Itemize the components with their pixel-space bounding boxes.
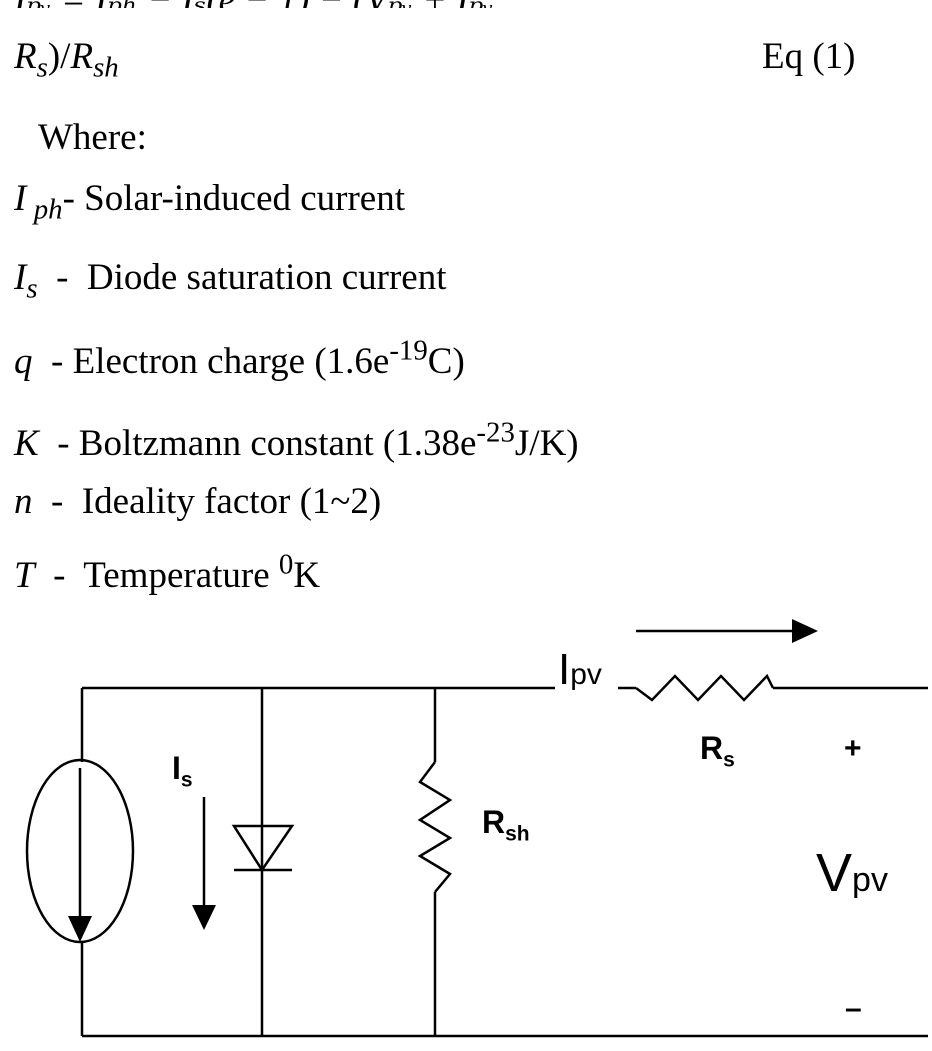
current-source-arrow-head <box>68 916 92 942</box>
diode-triangle <box>231 824 295 873</box>
rsh-label: Rsh <box>482 804 530 846</box>
vpv-label: Vpv <box>816 843 888 903</box>
definition-k: K - Boltzmann constant (1.38e-23J/K) <box>14 416 579 464</box>
definition-t: T - Temperature 0K <box>14 548 321 596</box>
rsh-resistor <box>417 761 453 893</box>
rs-label: Rs <box>700 730 735 772</box>
equation-top-fragment: Iₚᵥ = Iₚₕ − Iₛ(e − 1) − (Vₚᵥ + Iₚᵥ <box>0 0 932 8</box>
is-label: Is <box>172 750 193 792</box>
minus-terminal-label: – <box>845 992 862 1025</box>
equation-label: Eq (1) <box>762 36 856 77</box>
equation-continuation: Rs)/Rsh <box>14 36 119 84</box>
definition-n: n - Ideality factor (1~2) <box>14 481 382 522</box>
rs-resistor <box>635 673 775 702</box>
definition-is: Is - Diode saturation current <box>14 257 447 305</box>
where-label: Where: <box>38 117 147 158</box>
ipv-arrow-head <box>792 619 818 643</box>
is-arrow-head <box>192 905 216 930</box>
pv-equivalent-circuit <box>25 619 928 1038</box>
plus-terminal-label: + <box>844 732 862 765</box>
ipv-label: Ipv <box>558 645 602 694</box>
definition-iph: I ph- Solar-induced current <box>14 178 406 226</box>
definition-q: q - Electron charge (1.6e-19C) <box>14 334 465 382</box>
